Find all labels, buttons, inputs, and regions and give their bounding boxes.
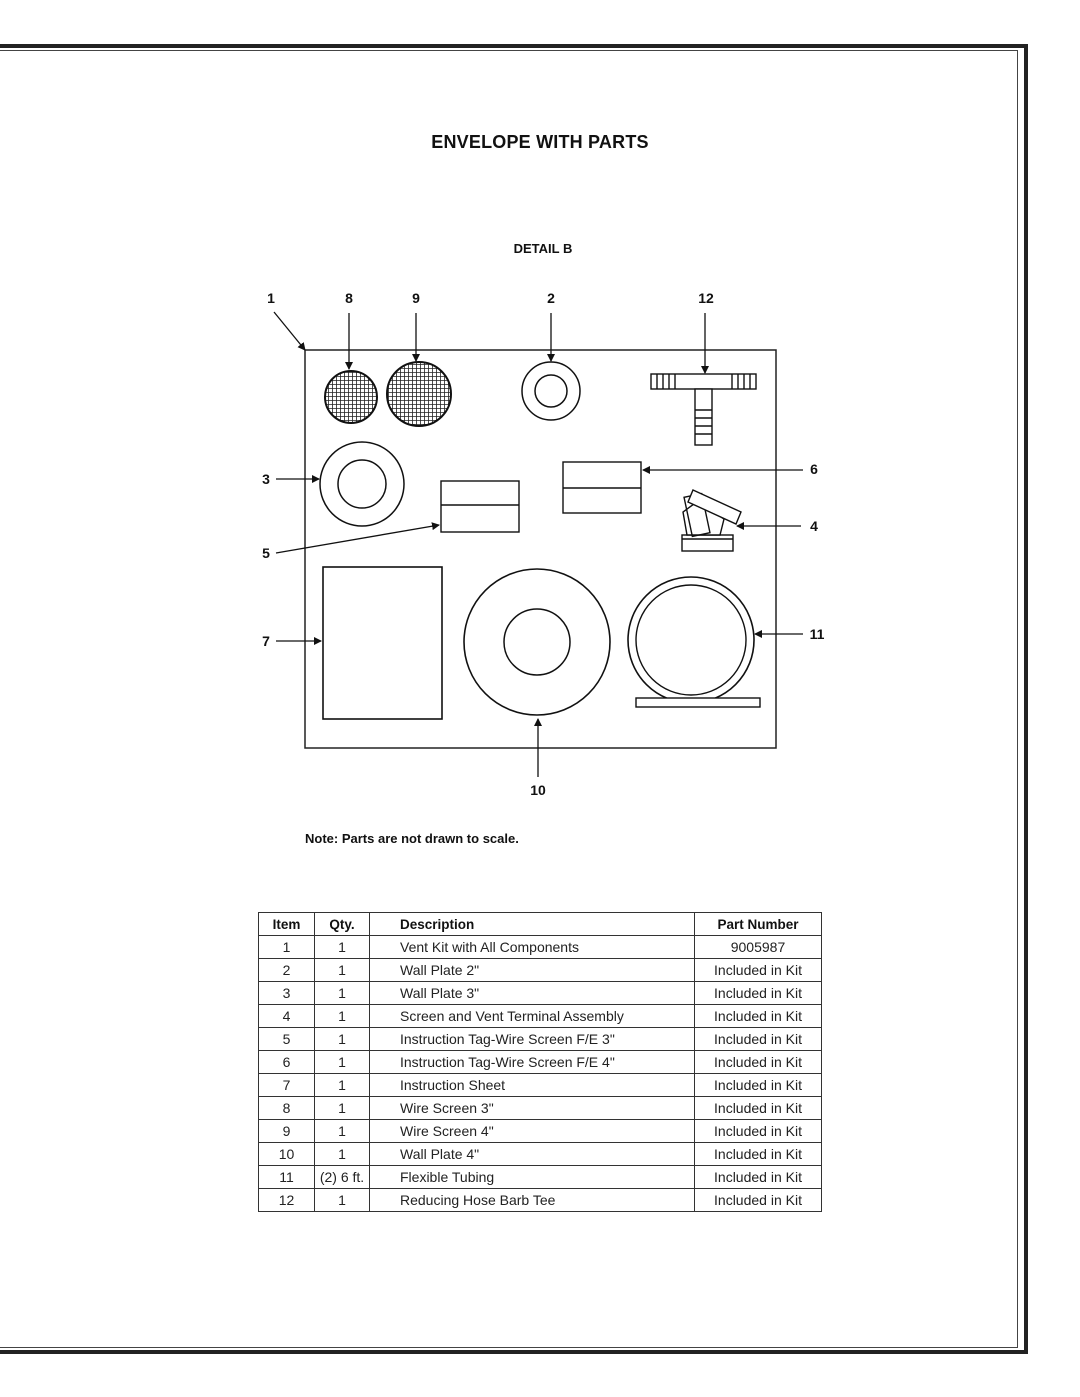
callout-9: 9 [412,290,420,306]
leader-5 [275,522,440,554]
table-row: 4 1 Screen and Vent Terminal Assembly In… [258,1004,822,1028]
instruction-sheet-part [322,566,443,720]
page-title: ENVELOPE WITH PARTS [431,132,649,152]
table-row: 12 1 Reducing Hose Barb Tee Included in … [258,1188,822,1212]
cell-item: 3 [258,981,315,1005]
cell-description: Vent Kit with All Components [369,935,695,959]
table-row: 8 1 Wire Screen 3" Included in Kit [258,1096,822,1120]
wire-screen-3-part [324,370,378,424]
cell-description: Flexible Tubing [369,1165,695,1189]
cell-qty: 1 [314,1027,370,1051]
header-qty: Qty. [314,912,370,936]
header-item: Item [258,912,315,936]
envelope-outline [304,349,777,749]
cell-part-number: Included in Kit [694,1142,822,1166]
table-row: 10 1 Wall Plate 4" Included in Kit [258,1142,822,1166]
callout-8: 8 [345,290,353,306]
parts-table: Item Qty. Description Part Number 1 1 Ve… [258,912,822,1212]
callout-10: 10 [530,782,546,798]
cell-qty: 1 [314,1096,370,1120]
cell-item: 4 [258,1004,315,1028]
cell-description: Wall Plate 4" [369,1142,695,1166]
cell-part-number: Included in Kit [694,1188,822,1212]
cell-part-number: Included in Kit [694,958,822,982]
cell-description: Instruction Sheet [369,1073,695,1097]
cell-part-number: 9005987 [694,935,822,959]
callout-12: 12 [698,290,714,306]
scale-note: Note: Parts are not drawn to scale. [305,831,519,846]
cell-item: 5 [258,1027,315,1051]
cell-description: Instruction Tag-Wire Screen F/E 4" [369,1050,695,1074]
cell-part-number: Included in Kit [694,981,822,1005]
vent-terminal-part [681,489,742,552]
instruction-tag-3-part [440,480,520,533]
cell-part-number: Included in Kit [694,1073,822,1097]
cell-part-number: Included in Kit [694,1027,822,1051]
table-row: 1 1 Vent Kit with All Components 9005987 [258,935,822,959]
page-border-inner [0,50,1018,1348]
callout-5: 5 [262,545,270,561]
cell-qty: 1 [314,1050,370,1074]
cell-item: 1 [258,935,315,959]
cell-description: Wire Screen 4" [369,1119,695,1143]
cell-qty: 1 [314,1004,370,1028]
cell-description: Instruction Tag-Wire Screen F/E 3" [369,1027,695,1051]
table-row: 7 1 Instruction Sheet Included in Kit [258,1073,822,1097]
table-row: 3 1 Wall Plate 3" Included in Kit [258,981,822,1005]
callout-7: 7 [262,633,270,649]
cell-item: 12 [258,1188,315,1212]
header-part-number: Part Number [694,912,822,936]
cell-qty: (2) 6 ft. [314,1165,370,1189]
cell-item: 9 [258,1119,315,1143]
cell-description: Reducing Hose Barb Tee [369,1188,695,1212]
table-row: 6 1 Instruction Tag-Wire Screen F/E 4" I… [258,1050,822,1074]
instruction-tag-4-part [562,461,642,514]
hose-barb-tee-part [650,373,757,446]
cell-part-number: Included in Kit [694,1004,822,1028]
cell-description: Wire Screen 3" [369,1096,695,1120]
cell-item: 10 [258,1142,315,1166]
cell-qty: 1 [314,935,370,959]
cell-item: 2 [258,958,315,982]
cell-part-number: Included in Kit [694,1096,822,1120]
cell-description: Screen and Vent Terminal Assembly [369,1004,695,1028]
callout-6: 6 [810,461,818,477]
wall-plate-2-part [521,361,581,421]
cell-item: 11 [258,1165,315,1189]
wire-screen-4-part [386,361,452,427]
cell-description: Wall Plate 3" [369,981,695,1005]
cell-qty: 1 [314,958,370,982]
cell-qty: 1 [314,1073,370,1097]
page-border-outer [0,44,1028,1354]
table-row: 5 1 Instruction Tag-Wire Screen F/E 3" I… [258,1027,822,1051]
cell-item: 6 [258,1050,315,1074]
wall-plate-4-part [463,568,611,716]
cell-qty: 1 [314,1188,370,1212]
cell-description: Wall Plate 2" [369,958,695,982]
cell-part-number: Included in Kit [694,1050,822,1074]
flexible-tubing-part [627,576,761,708]
cell-qty: 1 [314,1119,370,1143]
detail-title: DETAIL B [513,241,573,256]
callout-3: 3 [262,471,270,487]
callout-4: 4 [810,518,818,534]
table-header-row: Item Qty. Description Part Number [258,912,822,936]
leader-1 [273,311,306,351]
cell-item: 8 [258,1096,315,1120]
table-row: 2 1 Wall Plate 2" Included in Kit [258,958,822,982]
cell-part-number: Included in Kit [694,1165,822,1189]
cell-qty: 1 [314,981,370,1005]
callout-1: 1 [267,290,275,306]
header-description: Description [369,912,695,936]
table-row: 11 (2) 6 ft. Flexible Tubing Included in… [258,1165,822,1189]
callout-11: 11 [810,626,825,642]
parts-diagram: 1 8 9 2 12 3 6 4 5 7 11 10 [262,290,825,798]
cell-item: 7 [258,1073,315,1097]
callout-2: 2 [547,290,555,306]
cell-part-number: Included in Kit [694,1119,822,1143]
cell-qty: 1 [314,1142,370,1166]
table-row: 9 1 Wire Screen 4" Included in Kit [258,1119,822,1143]
wall-plate-3-part [319,441,405,527]
